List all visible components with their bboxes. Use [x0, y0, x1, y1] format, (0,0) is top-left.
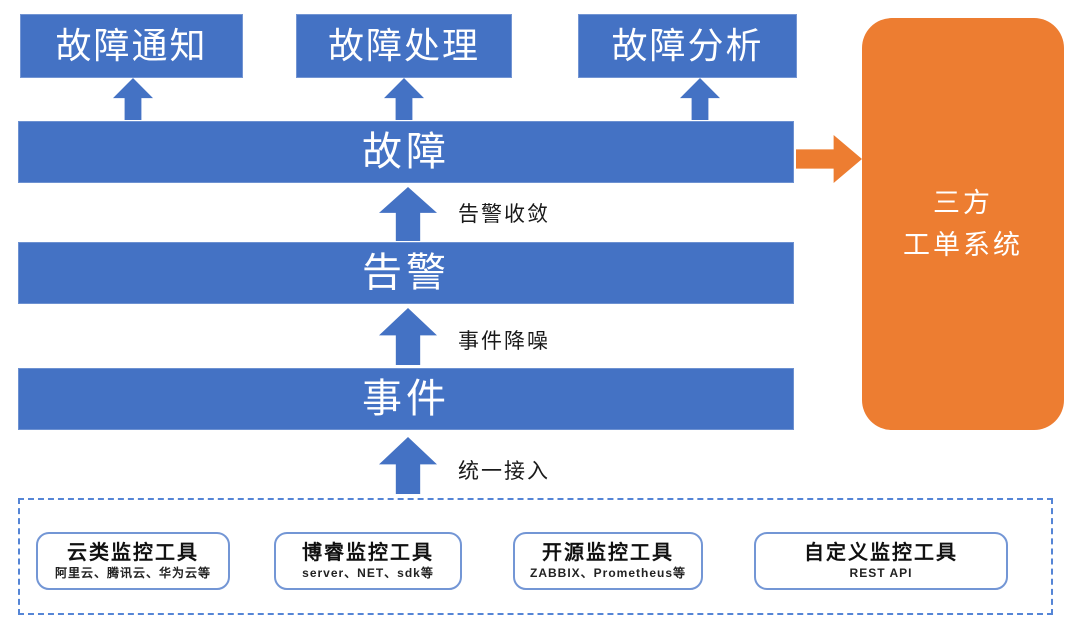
up-arrow-icon [680, 78, 720, 120]
tool-subtitle: 阿里云、腾讯云、华为云等 [54, 566, 211, 580]
tool-subtitle: REST API [849, 566, 913, 580]
tool-title: 自定义监控工具 [804, 542, 958, 564]
right-arrow-icon [796, 135, 862, 183]
cloud-monitoring-tool-box: 云类监控工具 阿里云、腾讯云、华为云等 [36, 532, 230, 590]
tool-subtitle: server、NET、sdk等 [302, 566, 434, 580]
up-arrow-icon [379, 308, 437, 365]
custom-monitoring-tool-box: 自定义监控工具 REST API [754, 532, 1008, 590]
up-arrow-icon [113, 78, 153, 120]
opensource-monitoring-tool-box: 开源监控工具 ZABBIX、Prometheus等 [513, 532, 703, 590]
fault-notification-box: 故障通知 [20, 14, 243, 78]
event-denoise-label: 事件降噪 [458, 329, 550, 353]
up-arrow-icon [379, 187, 437, 241]
alert-convergence-label: 告警收敛 [458, 202, 550, 226]
unified-access-label: 统一接入 [458, 459, 550, 483]
event-layer-bar: 事件 [18, 368, 794, 430]
tool-title: 云类监控工具 [67, 542, 199, 564]
tool-subtitle: ZABBIX、Prometheus等 [529, 566, 687, 580]
tool-title: 博睿监控工具 [302, 542, 434, 564]
third-party-label-line2: 工单系统 [903, 230, 1023, 260]
fault-layer-bar: 故障 [18, 121, 794, 183]
tool-title: 开源监控工具 [542, 542, 674, 564]
up-arrow-icon [384, 78, 424, 120]
borui-monitoring-tool-box: 博睿监控工具 server、NET、sdk等 [274, 532, 462, 590]
up-arrow-icon [379, 437, 437, 494]
third-party-label-line1: 三方 [933, 188, 993, 218]
fault-handling-box: 故障处理 [296, 14, 512, 78]
third-party-ticket-system-box: 三方 工单系统 [862, 18, 1064, 430]
fault-analysis-box: 故障分析 [578, 14, 797, 78]
alert-layer-bar: 告警 [18, 242, 794, 304]
